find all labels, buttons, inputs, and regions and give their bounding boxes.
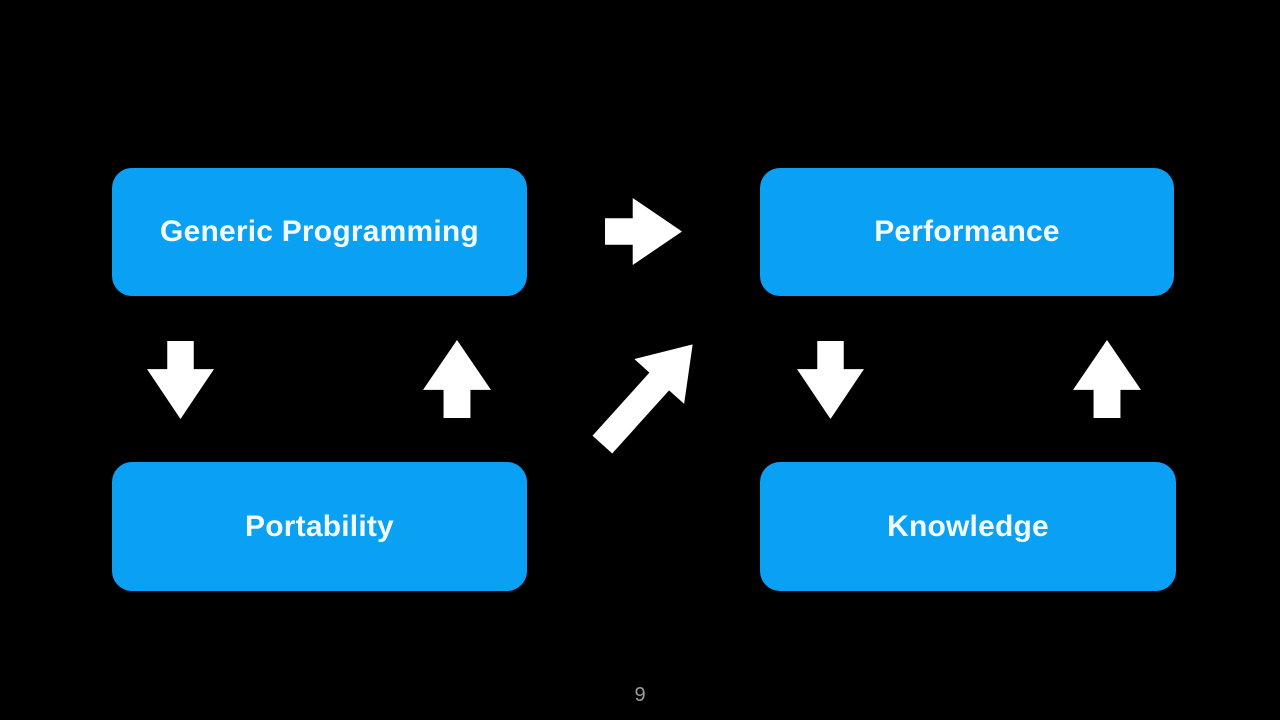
arrow-right-icon xyxy=(605,198,682,265)
node-knowledge: Knowledge xyxy=(760,462,1176,591)
arrow-up-right-icon xyxy=(1073,340,1141,418)
node-generic-programming-label: Generic Programming xyxy=(160,215,479,248)
node-performance: Performance xyxy=(760,168,1174,296)
arrow-up-right-diagonal-icon xyxy=(577,322,717,467)
arrow-up-left-icon xyxy=(423,340,491,418)
node-portability: Portability xyxy=(112,462,527,591)
page-number: 9 xyxy=(634,684,646,706)
node-generic-programming: Generic Programming xyxy=(112,168,527,296)
arrow-down-left-icon xyxy=(147,341,214,419)
node-portability-label: Portability xyxy=(245,509,394,543)
node-performance-label: Performance xyxy=(874,215,1060,248)
node-knowledge-label: Knowledge xyxy=(887,509,1049,543)
arrow-down-right-icon xyxy=(797,341,864,419)
